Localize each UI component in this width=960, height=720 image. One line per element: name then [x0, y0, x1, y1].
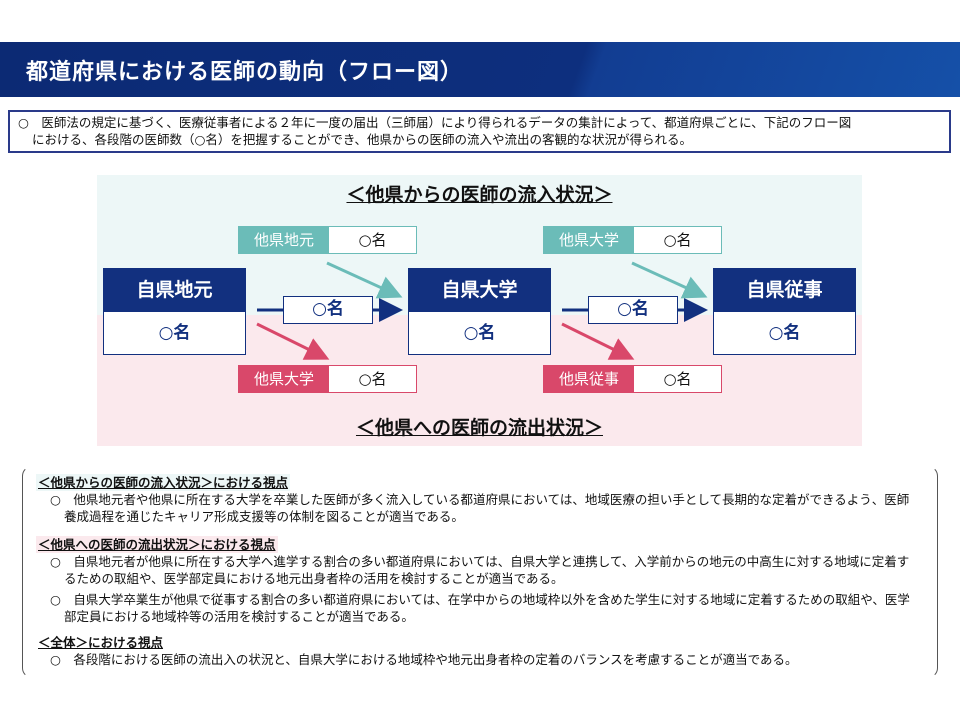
outflow-other-university: 他県大学 ○名 — [238, 365, 417, 393]
node-home-local: 自県地元 ○名 — [103, 268, 246, 355]
node-label: 自県従事 — [714, 269, 855, 312]
inflow-label: 他県地元 — [239, 227, 329, 253]
viewpoint-item: ○ 他県地元者や他県に所在する大学を卒業した医師が多く流入している都道府県におい… — [50, 492, 910, 524]
outflow-other-practice: 他県従事 ○名 — [543, 365, 722, 393]
node-home-practice: 自県従事 ○名 — [713, 268, 856, 355]
viewpoint-heading: ＜他県からの医師の流入状況＞における視点 — [36, 474, 291, 491]
viewpoint-outflow: ＜他県への医師の流出状況＞における視点 ○ 自県地元者が他県に所在する大学へ進学… — [36, 536, 920, 625]
page-header: 都道府県における医師の動向（フロー図） — [0, 42, 960, 97]
flow-count-1: ○名 — [283, 296, 373, 324]
outflow-label: 他県従事 — [544, 366, 634, 392]
inflow-title-text: ＜他県からの医師の流入状況＞ — [346, 184, 613, 206]
inflow-title: ＜他県からの医師の流入状況＞ — [97, 180, 862, 207]
viewpoint-heading: ＜他県への医師の流出状況＞における視点 — [36, 536, 278, 553]
intro-line-1: ○ 医師法の規定に基づく、医療従事者による２年に一度の届出（三師届）により得られ… — [18, 115, 852, 130]
inflow-value: ○名 — [358, 231, 387, 249]
node-value: ○名 — [463, 323, 496, 343]
outflow-value: ○名 — [358, 370, 387, 388]
inflow-label: 他県大学 — [544, 227, 634, 253]
viewpoint-item: ○ 自県地元者が他県に所在する大学へ進学する割合の多い都道府県においては、自県大… — [50, 554, 910, 586]
flow-diagram: ＜他県からの医師の流入状況＞ ＜他県への医師の流出状況＞ 自県地元 ○名 自県大学… — [97, 175, 862, 446]
viewpoint-item: ○ 自県大学卒業生が他県で従事する割合の多い都道府県においては、在学中からの地域… — [50, 592, 910, 624]
inflow-value: ○名 — [663, 231, 692, 249]
page-title: 都道府県における医師の動向（フロー図） — [26, 60, 464, 85]
flow-count-2: ○名 — [588, 296, 678, 324]
outflow-title: ＜他県への医師の流出状況＞ — [97, 413, 862, 440]
viewpoints-box — [22, 466, 938, 678]
inflow-other-local: 他県地元 ○名 — [238, 226, 417, 254]
viewpoint-heading: ＜全体＞における視点 — [38, 635, 164, 650]
viewpoint-overall: ＜全体＞における視点 ○ 各段階における医師の流出入の状況と、自県大学における地… — [36, 634, 920, 668]
node-label: 自県地元 — [104, 269, 245, 312]
outflow-label: 他県大学 — [239, 366, 329, 392]
node-value: ○名 — [768, 323, 801, 343]
viewpoint-inflow: ＜他県からの医師の流入状況＞における視点 ○ 他県地元者や他県に所在する大学を卒… — [36, 474, 920, 525]
inflow-other-university: 他県大学 ○名 — [543, 226, 722, 254]
node-label: 自県大学 — [409, 269, 550, 312]
intro-line-2: における、各段階の医師数（○名）を把握することができ、他県からの医師の流入や流出… — [32, 132, 693, 147]
viewpoint-item: ○ 各段階における医師の流出入の状況と、自県大学における地域枠や地元出身者枠の定… — [50, 652, 798, 667]
intro-box: ○ 医師法の規定に基づく、医療従事者による２年に一度の届出（三師届）により得られ… — [8, 110, 951, 153]
outflow-value: ○名 — [663, 370, 692, 388]
outflow-title-text: ＜他県への医師の流出状況＞ — [355, 417, 603, 439]
node-value: ○名 — [158, 323, 191, 343]
node-home-university: 自県大学 ○名 — [408, 268, 551, 355]
